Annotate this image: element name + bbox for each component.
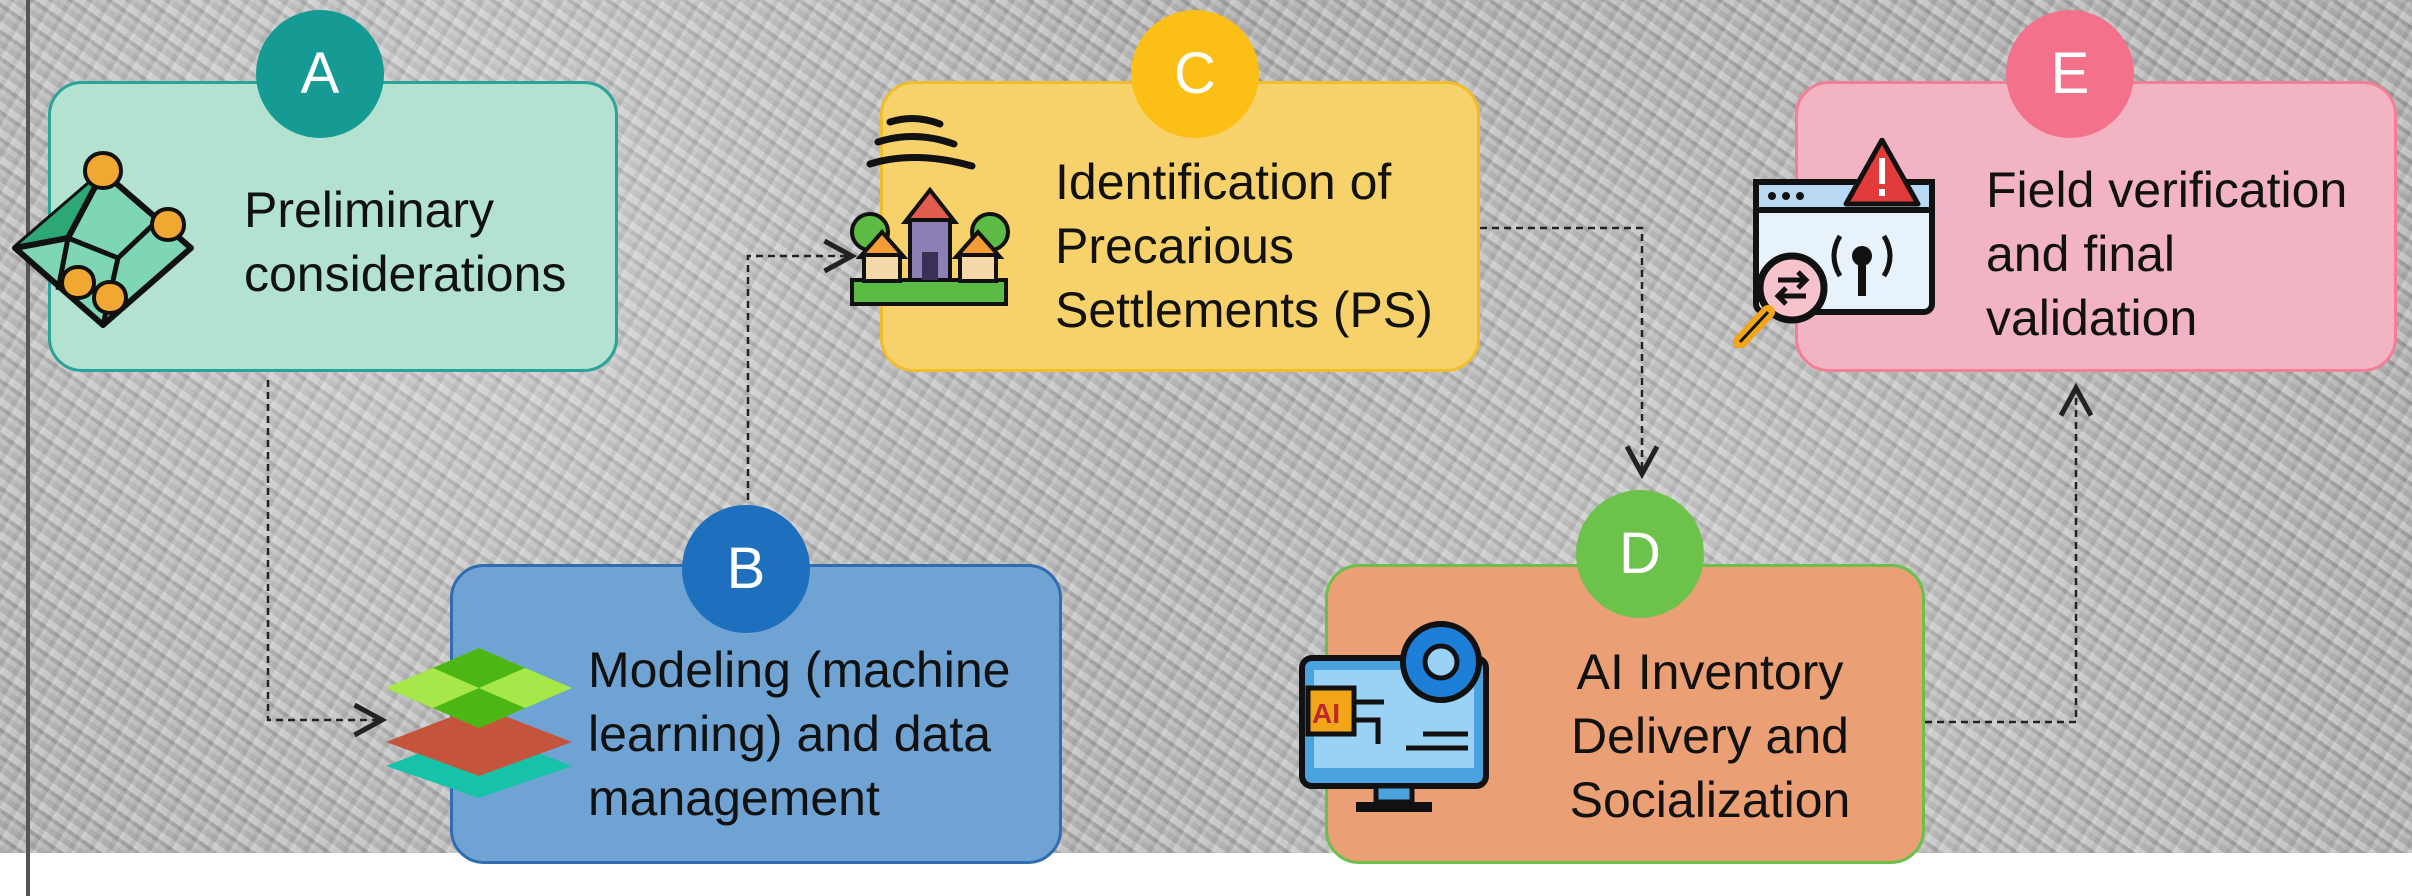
- frame-border: [26, 0, 2412, 896]
- step-a-badge: A: [256, 10, 384, 138]
- ai-monitor-icon: AI: [1299, 621, 1489, 812]
- connector-b-to-c: [746, 256, 852, 500]
- svg-text:AI: AI: [1312, 698, 1340, 729]
- layers-icon: [386, 648, 572, 798]
- connector-d-to-e: [1925, 388, 2076, 724]
- step-e-label: Field verification and final validation: [1986, 162, 2348, 346]
- step-a-label: Preliminary considerations: [244, 182, 567, 302]
- step-d-label: AI Inventory Delivery and Socialization: [1569, 644, 1851, 828]
- web-verification-icon: [1733, 138, 1935, 348]
- step-b-badge: B: [682, 505, 810, 633]
- connector-c-to-d: [1480, 226, 1642, 474]
- step-d-badge: D: [1576, 490, 1704, 618]
- step-c-badge: C: [1131, 10, 1259, 138]
- map-pins-icon: [12, 150, 194, 328]
- step-b-label: Modeling (machine learning) and data man…: [588, 642, 1011, 826]
- connector-a-to-b: [266, 380, 382, 720]
- houses-signal-icon: [850, 115, 1010, 306]
- flow-connectors: [266, 226, 2412, 853]
- step-e-badge: E: [2006, 10, 2134, 138]
- step-c-label: Identification of Precarious Settlements…: [1055, 154, 1433, 338]
